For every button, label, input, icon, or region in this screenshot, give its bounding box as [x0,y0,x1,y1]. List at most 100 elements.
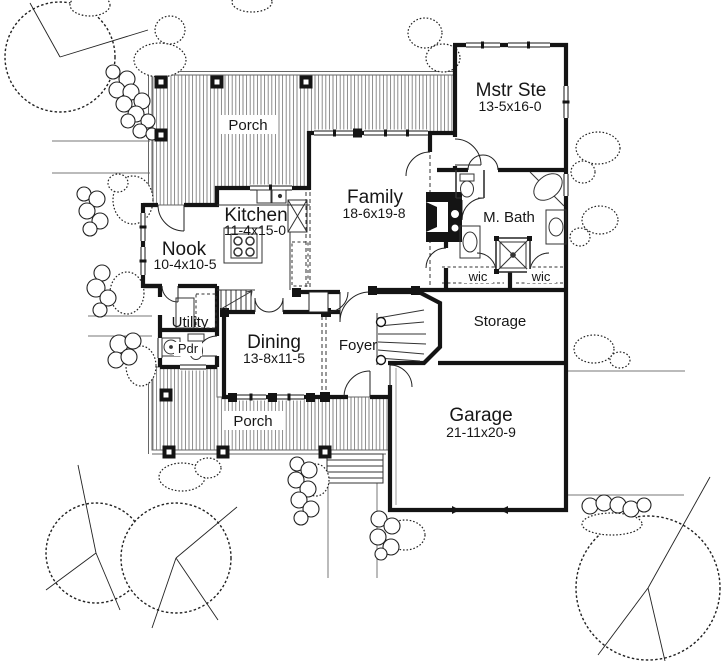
window [562,86,570,118]
door [157,204,185,232]
door [268,297,284,313]
room-dims-garage: 21-11x20-9 [446,424,516,440]
garage-door-marks [452,506,508,514]
utility-counter [175,297,195,329]
post [162,445,176,459]
room-dims-mstr-ste: 13-5x16-0 [478,98,541,114]
post [318,445,332,459]
window [508,41,550,49]
window [139,213,147,241]
room-label-family: Family [347,187,403,208]
door [405,151,431,177]
cooktop [233,236,255,257]
room-dims-kitchen: 11-4x15-0 [224,222,286,238]
shrub [581,512,643,536]
post [299,75,313,89]
room-label-garage: Garage [449,405,512,426]
shrub [573,334,615,364]
room-label-dining: Dining [247,332,301,353]
shrub [425,43,461,73]
shrub [194,457,222,479]
shrub [154,15,186,45]
shrub [133,42,187,78]
washer-dryer [195,293,217,329]
kitchen-fixtures [217,189,310,290]
room-dims-family: 18-6x19-8 [342,205,405,221]
door [308,291,349,313]
window [180,363,206,371]
shrub [69,0,111,17]
shower [494,236,532,274]
room-dims-dining: 13-8x11-5 [243,350,305,366]
window [562,174,570,196]
room-label-m-bath: M. Bath [483,209,535,226]
corner-tub [529,171,565,207]
room-label-porch-top: Porch [228,117,267,134]
trees [4,1,721,661]
room-label-storage: Storage [474,313,527,330]
shrub [575,131,621,165]
porch-posts [154,75,332,459]
window [139,247,147,275]
tree [4,1,149,113]
door [467,154,499,171]
post [210,75,224,89]
room-label-pdr: Pdr [178,341,199,356]
post [154,75,168,89]
tree [120,502,238,629]
shrub [407,17,443,49]
room-label-kitchen: Kitchen [224,205,287,226]
post [216,445,230,459]
post [159,388,173,402]
label-halos [174,115,556,430]
kitchen-sink [256,189,287,204]
vanity-sink [459,225,481,259]
door [454,138,482,166]
pantry [291,241,309,287]
shrub [231,0,273,13]
room-label-utility: Utility [172,314,209,331]
window [236,393,266,401]
tree [575,476,721,661]
shrub [109,271,145,315]
utility-fixtures [175,293,217,329]
tree [45,464,147,611]
doors [157,138,550,398]
toilet-closet [455,170,485,199]
porch-steps [326,453,384,484]
toilet [459,173,475,198]
room-label-foyer: Foyer [339,337,377,354]
room-label-wic-right: wic [531,269,551,284]
windows [139,41,570,401]
fireplace [426,192,462,242]
bush-clusters [76,64,652,561]
hall-stair [217,289,255,310]
window [274,393,304,401]
room-label-wic-left: wic [468,269,488,284]
window [466,41,500,49]
door [254,297,270,313]
shrub [570,160,596,184]
room-label-mstr-ste: Mstr Ste [476,80,547,101]
door [425,247,447,269]
room-label-porch-bottom: Porch [233,413,272,430]
vanity-sink [545,209,567,245]
shrub [581,205,619,235]
kitchen-island [223,227,263,264]
room-label-nook: Nook [162,239,207,260]
door [339,291,371,323]
room-labels: Porch Mstr Ste 13-5x16-0 Family 18-6x19-… [153,80,550,440]
door [389,364,413,388]
shrub [107,173,129,193]
foyer-stair [375,309,427,366]
bath-fixtures [455,170,567,274]
shrub [609,351,631,369]
room-dims-nook: 10-4x10-5 [153,256,216,272]
window [314,129,356,137]
window [364,129,428,137]
post [154,128,168,142]
shrub [569,227,591,247]
refrigerator [287,199,308,233]
